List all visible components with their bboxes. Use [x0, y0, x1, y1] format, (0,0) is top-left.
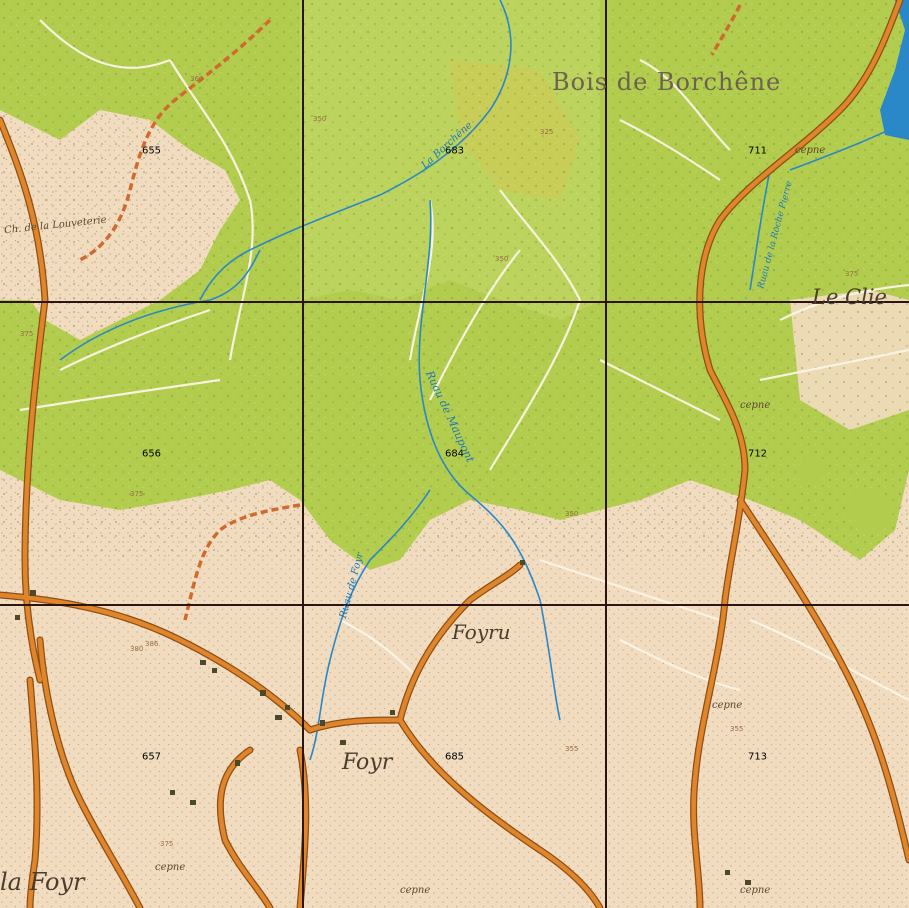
label-le-clie: Le Clie — [812, 285, 887, 309]
stream-maupont — [418, 199, 561, 721]
contour-label: 350 — [565, 510, 579, 518]
contour-label: 380 — [130, 645, 144, 653]
stream-roche-pierre — [749, 169, 771, 291]
forest-bush-1 — [848, 488, 892, 532]
grid-cell-number: 656 — [141, 448, 162, 460]
label-foyru: Foyru — [452, 620, 511, 644]
forest-areas — [0, 0, 909, 570]
label-cepne-1: cepne — [795, 145, 826, 156]
contour-label: 375 — [130, 490, 144, 498]
label-cepne-6: cepne — [740, 885, 771, 896]
label-cepne-4: cepne — [155, 862, 186, 873]
grid-cell-number: 685 — [444, 751, 465, 763]
contour-label: 355 — [730, 725, 744, 733]
contour-label: 325 — [540, 128, 554, 136]
river-ne — [880, 0, 909, 140]
label-cepne-3: cepne — [712, 700, 743, 711]
stream-foyr — [309, 489, 431, 761]
grid-cell-number: 655 — [141, 145, 162, 157]
stream-la-borchene — [199, 0, 512, 301]
forest-bush-2 — [796, 456, 824, 484]
contour-label: 386 — [145, 640, 159, 648]
label-bois-de-borchene: Bois de Borchêne — [552, 68, 782, 96]
contour-label: 355 — [565, 745, 579, 753]
forest-texture — [0, 0, 909, 560]
contour-label: 350 — [313, 115, 327, 123]
label-la-foyr: la Foyr — [0, 868, 85, 896]
grid-cell-number: 684 — [444, 448, 465, 460]
contour-label: 350 — [495, 255, 509, 263]
contour-label: 375 — [20, 330, 34, 338]
grid-cell-number: 657 — [141, 751, 162, 763]
buildings — [15, 560, 751, 885]
grid-cell-number: 711 — [747, 145, 768, 157]
contour-label: 375 — [845, 270, 859, 278]
dashed-boundaries — [79, 4, 742, 621]
grid-cell-number: 712 — [747, 448, 768, 460]
label-cepne-5: cepne — [400, 885, 431, 896]
grid-cell-number: 713 — [747, 751, 768, 763]
contour-label: 375 — [160, 840, 174, 848]
grid-cell-number: 683 — [444, 145, 465, 157]
label-foyr: Foyr — [342, 750, 393, 775]
contour-label: 360 — [190, 75, 204, 83]
tracks — [19, 19, 909, 701]
label-cepne-2: cepne — [740, 400, 771, 411]
